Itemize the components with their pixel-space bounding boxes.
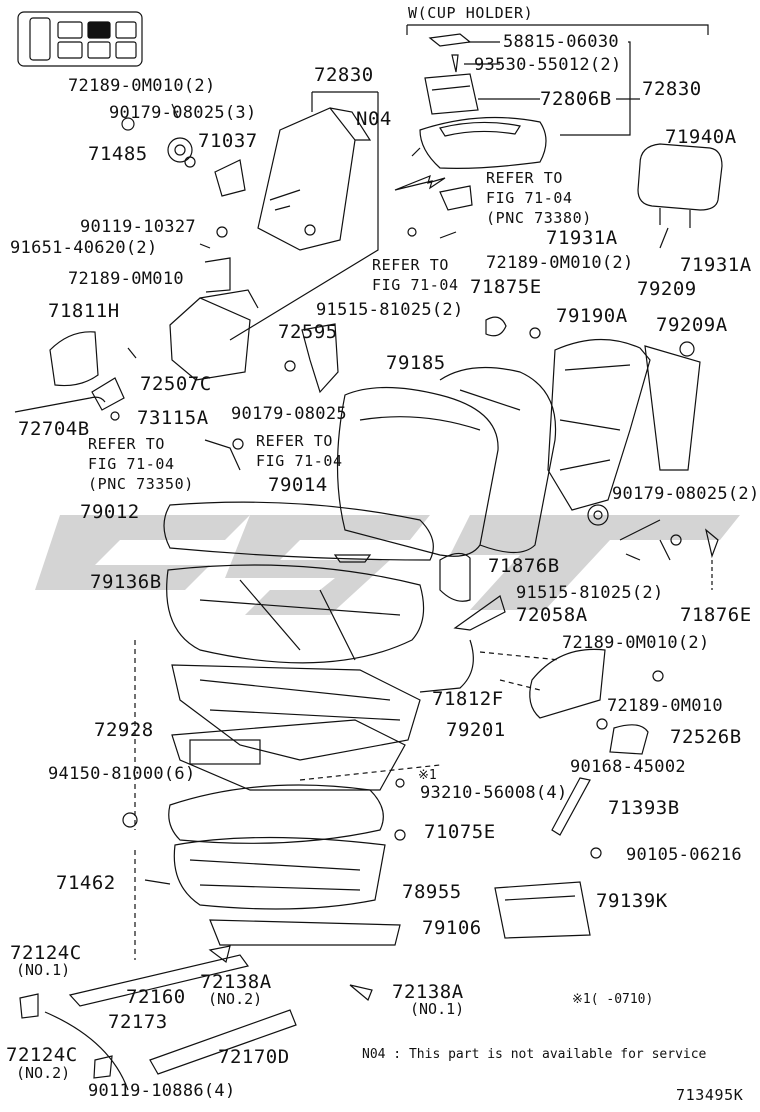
variant-no2: (NO.2) [208, 990, 263, 1008]
part-label-71037[interactable]: 71037 [198, 130, 258, 152]
refer-note-4: FIG 71-04 [256, 452, 343, 470]
part-label-72704b[interactable]: 72704B [18, 418, 90, 440]
part-label-71931a-1[interactable]: 71931A [546, 227, 618, 249]
refer-note-3: (PNC 73350) [88, 475, 194, 493]
part-label-72138a-no1[interactable]: 72138A [392, 981, 464, 1003]
part-label-71812f[interactable]: 71812F [432, 688, 504, 710]
part-label-72124c-no1[interactable]: 72124C [10, 942, 82, 964]
part-label-91515-b[interactable]: 91515-81025(2) [516, 583, 664, 603]
part-label-71940a[interactable]: 71940A [665, 126, 737, 148]
part-label-79190a[interactable]: 79190A [556, 305, 628, 327]
part-label-90179-3[interactable]: 90179-08025(3) [109, 103, 257, 123]
part-label-71485[interactable]: 71485 [88, 143, 148, 165]
variant-mark: ※1 [418, 768, 437, 783]
part-label-72189-0m010-e[interactable]: 72189-0M010 [607, 696, 723, 716]
part-label-79106[interactable]: 79106 [422, 917, 482, 939]
part-label-91651[interactable]: 91651-40620(2) [10, 238, 158, 258]
part-label-72526b[interactable]: 72526B [670, 726, 742, 748]
part-label-71875e[interactable]: 71875E [470, 276, 542, 298]
variant-no2: (NO.2) [16, 1064, 71, 1082]
part-label-71876b[interactable]: 71876B [488, 555, 560, 577]
figure-id: 713495K [676, 1086, 744, 1104]
part-label-90119-10886[interactable]: 90119-10886(4) [88, 1081, 236, 1101]
refer-note-2: REFER TO [372, 256, 450, 274]
part-label-79139k[interactable]: 79139K [596, 890, 668, 912]
part-label-71811h[interactable]: 71811H [48, 300, 120, 322]
part-label-73115a[interactable]: 73115A [137, 407, 209, 429]
part-label-90105[interactable]: 90105-06216 [626, 845, 742, 865]
part-label-79201[interactable]: 79201 [446, 719, 506, 741]
n04-footnote: N04 : This part is not available for ser… [362, 1047, 707, 1062]
part-label-71931a-2[interactable]: 71931A [680, 254, 752, 276]
part-label-72595[interactable]: 72595 [278, 321, 338, 343]
part-label-72138a-no2[interactable]: 72138A [200, 971, 272, 993]
variant-no1: (NO.1) [410, 1000, 465, 1018]
refer-note-3: REFER TO [88, 435, 166, 453]
watermark-logo [35, 515, 740, 615]
part-label-72189-0m010-b[interactable]: 72189-0M010 [68, 269, 184, 289]
part-label-72189-0m010-2d[interactable]: 72189-0M010(2) [562, 633, 710, 653]
part-label-72830-armrest[interactable]: 72830 [314, 64, 374, 86]
part-label-90168[interactable]: 90168-45002 [570, 757, 686, 777]
seat-cushion [163, 501, 434, 664]
part-label-78955[interactable]: 78955 [402, 881, 462, 903]
part-label-90179-c[interactable]: 90179-08025(2) [612, 484, 760, 504]
part-label-94150[interactable]: 94150-81000(6) [48, 764, 196, 784]
part-label-79136b[interactable]: 79136B [90, 571, 162, 593]
seat-back-frame [547, 338, 701, 526]
part-label-71462[interactable]: 71462 [56, 872, 116, 894]
part-label-79209a[interactable]: 79209A [656, 314, 728, 336]
part-label-72928[interactable]: 72928 [94, 719, 154, 741]
center-armrest [257, 107, 372, 251]
part-label-58815[interactable]: 58815-06030 [503, 32, 619, 52]
vehicle-locator-icon [17, 11, 143, 67]
part-label-72830-cupholder[interactable]: 72830 [642, 78, 702, 100]
part-label-72124c-no2[interactable]: 72124C [6, 1044, 78, 1066]
refer-note-1: FIG 71-04 [486, 189, 573, 207]
part-label-71075e[interactable]: 71075E [424, 821, 496, 843]
part-label-72160[interactable]: 72160 [126, 986, 186, 1008]
part-label-90119-10327[interactable]: 90119-10327 [80, 217, 196, 237]
seat-lower-frame [168, 784, 401, 946]
refer-note-3: FIG 71-04 [88, 455, 175, 473]
part-label-79012[interactable]: 79012 [80, 501, 140, 523]
part-label-93530[interactable]: 93530-55012(2) [474, 55, 622, 75]
part-label-91515-a[interactable]: 91515-81025(2) [316, 300, 464, 320]
seat-rails [19, 945, 373, 1091]
part-label-72173[interactable]: 72173 [108, 1011, 168, 1033]
part-label-71393b[interactable]: 71393B [608, 797, 680, 819]
part-label-72189-0m010-2a[interactable]: 72189-0M010(2) [68, 76, 216, 96]
part-label-72806b[interactable]: 72806B [540, 88, 612, 110]
seat-back [336, 366, 557, 557]
part-label-71876e[interactable]: 71876E [680, 604, 752, 626]
part-label-72507c[interactable]: 72507C [140, 373, 212, 395]
part-label-72170d[interactable]: 72170D [218, 1046, 290, 1068]
refer-note-4: REFER TO [256, 432, 334, 450]
variant-footnote: ※1( -0710) [572, 992, 654, 1007]
part-label-90179-b[interactable]: 90179-08025 [231, 404, 347, 424]
n04-mark: N04 [356, 108, 392, 130]
refer-note-1: (PNC 73380) [486, 209, 592, 227]
part-label-79185[interactable]: 79185 [386, 352, 446, 374]
refer-note-1: REFER TO [486, 169, 564, 187]
part-label-72058a[interactable]: 72058A [516, 604, 588, 626]
part-label-79209[interactable]: 79209 [637, 278, 697, 300]
variant-no1: (NO.1) [16, 961, 71, 979]
cup-holder-caption: W(CUP HOLDER) [408, 4, 534, 22]
part-label-93210[interactable]: 93210-56008(4) [420, 783, 568, 803]
refer-note-2: FIG 71-04 [372, 276, 459, 294]
part-label-72189-0m010-2c[interactable]: 72189-0M010(2) [486, 253, 634, 273]
part-label-79014[interactable]: 79014 [268, 474, 328, 496]
